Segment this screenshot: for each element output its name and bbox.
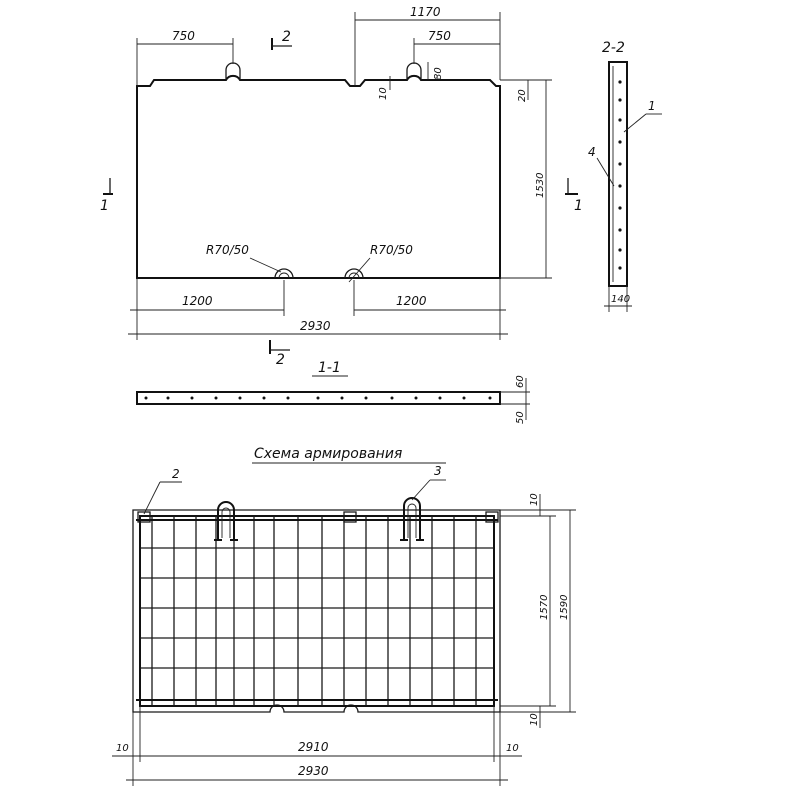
leader-4 xyxy=(596,157,615,187)
lifting-loop-left-inner xyxy=(221,507,231,538)
leader-3 xyxy=(411,479,431,501)
dim-label-total: 2930 xyxy=(300,319,331,333)
embedded-plate-middle xyxy=(343,511,357,523)
section-2-2: 2-2 1 4 140 xyxy=(588,40,662,312)
bottom-notch-right-inner xyxy=(348,272,360,279)
leader-4-label: 4 xyxy=(588,145,596,159)
lifting-loop-right-inner xyxy=(407,503,417,538)
reinf-dim-total-length: 2930 xyxy=(298,764,329,778)
reinf-dim-grid-length: 2910 xyxy=(298,740,329,754)
reinf-dim-inner: 1570 xyxy=(539,595,550,620)
reinforcement-scheme: Схема армирования xyxy=(112,446,576,786)
lifting-loop-right xyxy=(400,497,424,541)
section-mark-left-label: 1 xyxy=(100,198,109,214)
dim-label-notch: 10 xyxy=(378,87,389,100)
radius-label-left: R70/50 xyxy=(206,243,249,257)
dim-label-top-edge: 20 xyxy=(517,89,528,102)
mesh-vertical-bars xyxy=(151,516,477,706)
plan-view: 750 1170 750 80 10 20 1530 R70/50 R70/50 xyxy=(128,5,552,340)
section-1-1-dim-60: 60 xyxy=(515,375,526,388)
bottom-notch-right xyxy=(344,268,364,279)
reinf-dim-top-cover: 10 xyxy=(529,493,540,506)
section-2-2-rebar-dots xyxy=(618,80,622,270)
dim-label-top-total: 1170 xyxy=(410,5,441,19)
radius-leader-right xyxy=(348,257,371,283)
reinf-dim-left-cover: 10 xyxy=(116,743,129,754)
section-2-2-title: 2-2 xyxy=(602,40,625,56)
dim-label-bottom-right: 1200 xyxy=(396,294,427,308)
reinf-dim-right-cover: 10 xyxy=(506,743,519,754)
section-1-1-rebar-dots xyxy=(144,396,492,400)
leader-2-label: 2 xyxy=(172,467,180,481)
radius-leader-left xyxy=(249,257,282,273)
embedded-plate-right xyxy=(485,511,499,523)
leader-3-label: 3 xyxy=(434,464,442,478)
section-2-2-outline xyxy=(608,61,628,287)
leader-2 xyxy=(143,481,161,515)
lifting-loop-left xyxy=(214,501,238,541)
radius-label-right: R70/50 xyxy=(370,243,413,257)
leader-1-label: 1 xyxy=(648,99,656,113)
mesh-frame xyxy=(139,515,495,707)
embedded-plate-left xyxy=(137,511,151,523)
dim-label-top-left: 750 xyxy=(172,29,195,43)
section-1-1-dim-50: 50 xyxy=(515,411,526,424)
section-2-2-dim-label: 140 xyxy=(611,294,630,305)
section-1-1-outline xyxy=(136,391,501,405)
leader-1 xyxy=(623,113,647,133)
section-mark-bottom-label: 2 xyxy=(276,352,285,368)
reinf-dim-outer: 1590 xyxy=(559,595,570,620)
dim-label-top-right: 750 xyxy=(428,29,451,43)
section-1-1-title: 1-1 xyxy=(318,360,341,376)
mesh-horizontal-bars xyxy=(136,519,498,701)
dim-label-bottom-left: 1200 xyxy=(182,294,213,308)
dim-label-height: 1530 xyxy=(535,173,546,198)
bottom-notch-left-inner xyxy=(278,272,290,279)
panel-outline xyxy=(136,74,501,279)
bottom-notch-left xyxy=(274,268,294,279)
section-markers: 1 1 2 2 xyxy=(100,29,583,368)
reinf-dim-bottom-cover: 10 xyxy=(529,713,540,726)
section-1-1: 1-1 60 50 xyxy=(136,360,530,424)
reinforcement-title: Схема армирования xyxy=(254,446,402,462)
section-mark-right-label: 1 xyxy=(574,198,583,214)
section-mark-top-label: 2 xyxy=(282,29,291,45)
dim-label-hook-height: 80 xyxy=(433,67,444,80)
reinforcement-panel-outline xyxy=(132,509,501,713)
